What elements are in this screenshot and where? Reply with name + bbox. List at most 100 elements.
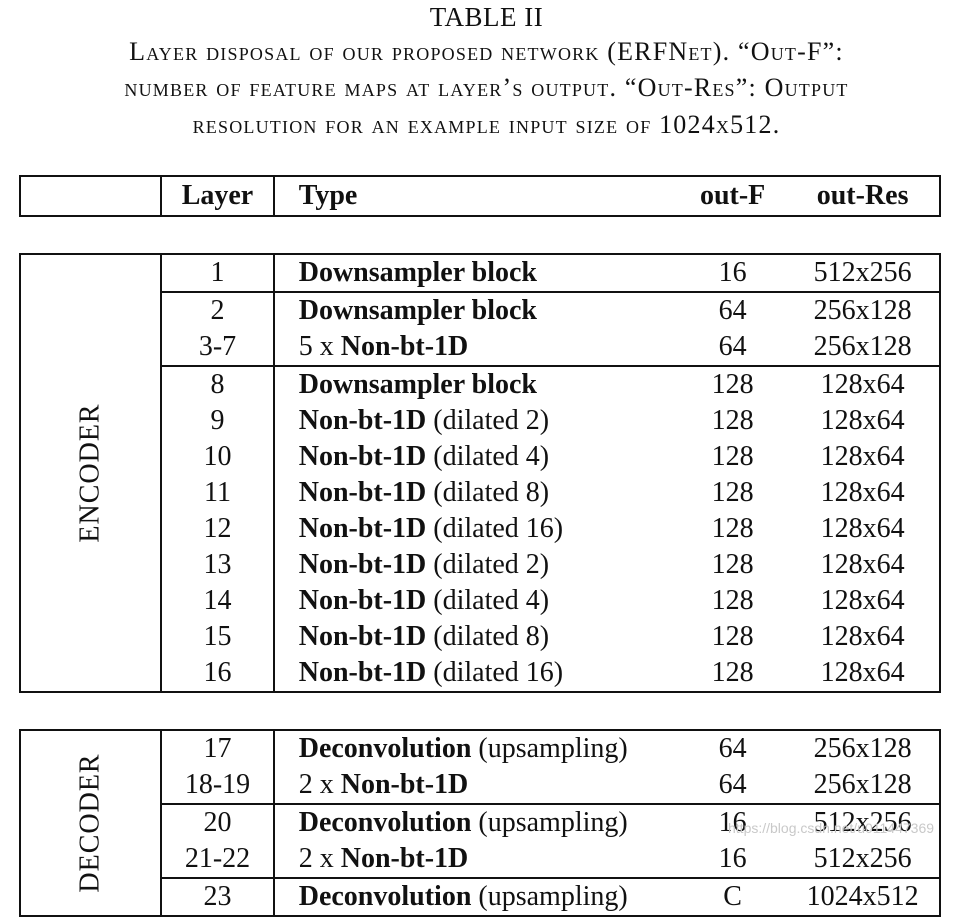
cell-layer: 14 [161,583,275,619]
type-suffix: (dilated 2) [426,405,550,436]
cell-type: Non-bt-1D (dilated 16) [273,655,679,693]
cell-type: Deconvolution (upsampling) [273,729,679,767]
cell-layer: 10 [161,439,275,475]
cell-layer: 9 [161,403,275,439]
caption-line-2: number of feature maps at layer’s output… [124,73,849,102]
table-label: TABLE II [429,2,544,32]
type-name: Non-bt-1D [298,657,427,688]
type-name: Non-bt-1D [298,513,427,544]
cell-out-f: 16 [678,253,787,292]
table-header-row: Layer Type out-F out-Res [18,175,941,217]
cell-out-res: 128x64 [786,583,941,619]
type-name: Downsampler block [298,369,538,400]
cell-out-f: 64 [678,729,787,767]
type-name: Non-bt-1D [340,769,469,800]
cell-out-f: 128 [678,365,787,403]
type-suffix: (dilated 4) [426,585,550,616]
cell-out-res: 128x64 [786,511,941,547]
type-suffix: (dilated 4) [426,441,550,472]
type-name: Non-bt-1D [298,585,427,616]
type-prefix: 2 x [298,769,341,800]
cell-out-f: 64 [718,331,747,362]
cell-out-f: 128 [711,441,754,472]
section-decoder: DECODER [18,729,163,917]
type-name: Non-bt-1D [298,441,427,472]
cell-layer: 8 [161,365,275,403]
type-name: Non-bt-1D [298,621,427,652]
type-suffix: (dilated 8) [426,621,550,652]
table-row: 10 Non-bt-1D (dilated 4) 128 128x64 [20,439,941,475]
cell-out-res: 512x256 [786,841,941,878]
cell-out-res: 128x64 [786,547,941,583]
watermark: https://blog.csdn.net/u011447369 [728,820,935,836]
type-name: Downsampler block [298,257,538,288]
section-encoder: ENCODER [18,253,163,693]
cell-layer: 17 [161,729,275,767]
header-out-f: out-F [678,175,787,217]
type-name: Non-bt-1D [298,549,427,580]
cell-type: Deconvolution (upsampling) [273,803,679,841]
type-name: Non-bt-1D [340,331,469,362]
cell-layer: 1 [161,253,275,292]
type-suffix: (dilated 16) [426,657,564,688]
type-name: Non-bt-1D [298,477,427,508]
cell-out-f: 128 [678,655,787,693]
header-out-res: out-Res [786,175,941,217]
cell-out-f: C [678,877,787,917]
cell-type: 5 x Non-bt-1D [274,329,679,366]
cell-layer: 2 [161,291,275,329]
type-suffix: (dilated 16) [426,513,564,544]
type-name: Deconvolution [298,807,472,838]
cell-layer: 3-7 [161,329,275,366]
encoder-label: ENCODER [74,403,106,543]
cell-out-f: 128 [711,621,754,652]
type-suffix: (upsampling) [471,733,628,764]
cell-type: 2 x Non-bt-1D [274,841,679,878]
cell-out-res: 1024x512 [786,877,941,917]
cell-out-f: 128 [711,513,754,544]
cell-out-res: 128x64 [786,439,941,475]
cell-type: Non-bt-1D (dilated 4) [274,583,679,619]
cell-layer: 23 [161,877,275,917]
type-prefix: 5 x [298,331,341,362]
decoder-label: DECODER [74,753,106,893]
cell-type: Downsampler block [273,253,679,292]
cell-out-res: 128x64 [786,403,941,439]
header-blank [18,175,163,217]
type-name: Downsampler block [298,295,538,326]
cell-out-f: 64 [718,769,747,800]
cell-type: Downsampler block [273,365,679,403]
cell-out-res: 256x128 [786,291,941,329]
caption-line-1: Layer disposal of our proposed network (… [129,37,844,66]
cell-layer: 21-22 [161,841,275,878]
type-suffix: (dilated 2) [426,549,550,580]
cell-layer: 13 [161,547,275,583]
cell-type: Non-bt-1D (dilated 8) [274,475,679,511]
cell-type: Non-bt-1D (dilated 2) [274,403,679,439]
cell-out-res: 128x64 [786,655,941,693]
cell-out-res: 512x256 [786,803,941,841]
cell-type: Non-bt-1D (dilated 2) [274,547,679,583]
cell-out-f: 128 [711,585,754,616]
cell-out-f: 128 [711,549,754,580]
cell-out-res: 512x256 [786,253,941,292]
caption-line-3: resolution for an example input size of … [192,110,781,139]
cell-type: Non-bt-1D (dilated 8) [274,619,679,655]
type-suffix: (dilated 8) [426,477,550,508]
cell-layer: 11 [161,475,275,511]
type-suffix: (upsampling) [471,807,628,838]
cell-out-f: 16 [678,803,787,841]
